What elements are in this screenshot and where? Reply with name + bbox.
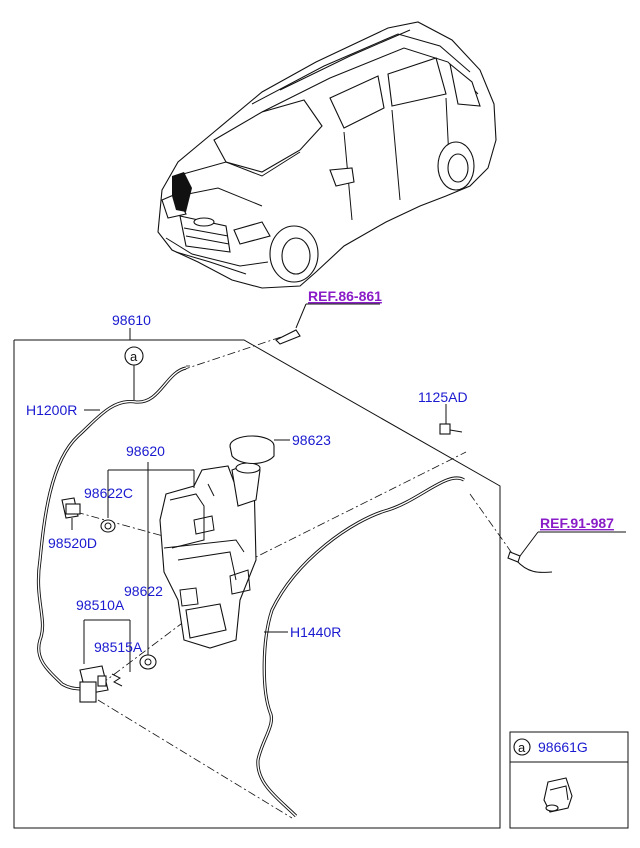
ref-label-2[interactable]: REF.91-987 <box>540 515 614 531</box>
washer-pump-98510a: 98510A <box>76 597 131 703</box>
grommet-98622: 98622 <box>124 583 163 670</box>
label-98610[interactable]: 98610 <box>112 312 151 328</box>
callout-a-inset-letter: a <box>518 740 526 755</box>
filler-cap-98623: 98623 <box>229 432 331 465</box>
callout-a-main: a <box>124 346 144 400</box>
assembly-frame <box>13 328 501 829</box>
label-98622c[interactable]: 98622C <box>84 485 133 501</box>
hose-h1200r <box>36 366 187 692</box>
grommet-98622c: 98622C <box>84 485 133 533</box>
label-98620[interactable]: 98620 <box>126 443 165 459</box>
washer-reservoir <box>159 462 261 649</box>
callout-a-main-letter: a <box>130 349 138 364</box>
label-98515a[interactable]: 98515A <box>94 639 143 655</box>
bolt-1125ad: 1125AD <box>418 389 468 435</box>
level-sensor-98520d: 98520D <box>48 497 97 551</box>
label-98520d[interactable]: 98520D <box>48 535 97 551</box>
ref-label-1[interactable]: REF.86-861 <box>308 288 382 304</box>
label-1125ad[interactable]: 1125AD <box>418 389 468 405</box>
ref-91-987: REF.91-987 <box>507 515 626 573</box>
label-98623[interactable]: 98623 <box>292 432 331 448</box>
vehicle-illustration <box>157 21 497 289</box>
inset-box-98661g: a 98661G <box>509 731 629 829</box>
label-h1440r[interactable]: H1440R <box>290 624 341 640</box>
clip-icon <box>543 777 573 813</box>
label-98661g[interactable]: 98661G <box>538 739 588 755</box>
label-h1200r[interactable]: H1200R <box>26 402 77 418</box>
hose-h1440r <box>256 476 465 818</box>
bracket-98620: 98620 <box>107 443 195 660</box>
assembly-labels: 98610 H1200R H1440R <box>26 312 341 640</box>
label-98510a[interactable]: 98510A <box>76 597 125 613</box>
label-98622[interactable]: 98622 <box>124 583 163 599</box>
ref-86-861: REF.86-861 <box>275 288 382 345</box>
filter-98515a: 98515A <box>94 639 143 687</box>
